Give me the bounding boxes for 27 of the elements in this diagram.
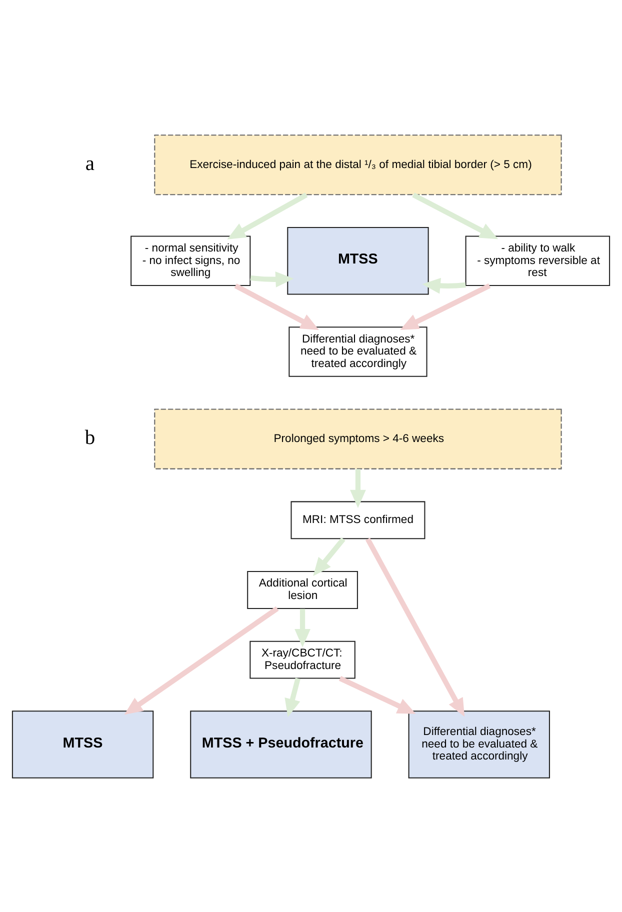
node-box: - normal sensitivity - no infect signs, no swelling [130, 235, 251, 286]
node-box: X-ray/CBCT/CT: Pseudofracture [250, 640, 356, 678]
arrow [338, 676, 416, 714]
node-box: MTSS + Pseudofracture [190, 710, 372, 778]
label: a [85, 152, 95, 175]
arrow [412, 192, 498, 239]
node-box: Prolonged symptoms > 4-6 weeks [154, 408, 562, 469]
node-box: Differential diagnoses* need to be evaluated & treated accordingly [408, 710, 550, 778]
arrow [350, 468, 366, 508]
arrow [227, 192, 308, 239]
node-box: - ability to walk - symptoms reversible at rest [465, 235, 610, 286]
node-box: Differential diagnoses* need to be evaluated & treated accordingly [288, 326, 428, 376]
arrow [124, 606, 279, 714]
label: b [84, 426, 96, 449]
arrow [284, 677, 300, 717]
node-box: MRI: MTSS confirmed [290, 500, 426, 539]
arrow [400, 282, 491, 330]
arrow [234, 282, 319, 330]
arrow [250, 271, 294, 287]
node-box: Additional cortical lesion [247, 570, 358, 608]
arrow [294, 608, 310, 647]
node-box: MTSS [287, 226, 429, 294]
arrow [365, 537, 465, 716]
node-box: Exercise-induced pain at the distal ¹/₃ of medial tibial border (> 5 cm) [154, 134, 562, 195]
arrow [313, 536, 346, 576]
node-box: MTSS [12, 710, 154, 778]
arrow [422, 277, 466, 294]
